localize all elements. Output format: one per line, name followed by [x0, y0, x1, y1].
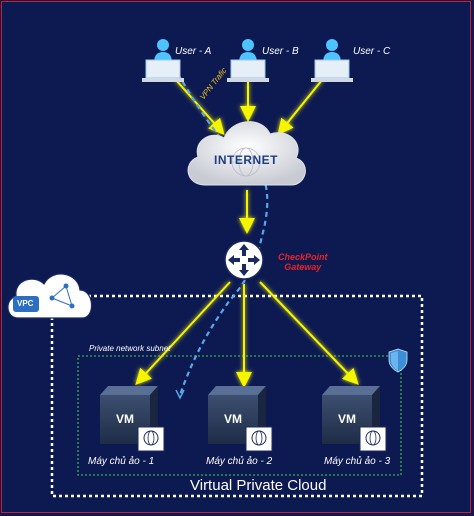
www-globe-icon	[137, 426, 165, 452]
user-b-label: User - B	[262, 46, 299, 57]
gateway-label-line1: CheckPoint	[278, 252, 328, 262]
vpc-cloud-icon	[7, 273, 93, 319]
user-b-icon	[227, 39, 269, 82]
internet-cloud-icon	[187, 121, 306, 186]
user-a-icon	[142, 39, 184, 82]
vpc-badge-label: VPC	[17, 299, 34, 308]
gateway-label-line2: Gateway	[284, 262, 322, 272]
vm-2-label: Máy chủ ảo - 2	[206, 456, 273, 467]
vpc-boundary	[50, 294, 424, 498]
vm-1-box-label: VM	[116, 412, 134, 426]
vm-2-box-label: VM	[224, 412, 242, 426]
vm-1-label: Máy chủ ảo - 1	[88, 456, 155, 467]
www-globe-icon	[359, 426, 387, 452]
vpn-tunnel-arrowhead	[175, 389, 185, 400]
gateway-router-icon	[224, 240, 264, 280]
subnet-boundary	[77, 355, 402, 476]
vm-3-label: Máy chủ ảo - 3	[324, 456, 391, 467]
arrow-gateway-vm3	[259, 281, 359, 385]
www-globe-icon	[245, 426, 273, 452]
user-c-icon	[311, 39, 353, 82]
shield-icon	[388, 348, 408, 373]
gateway-label: CheckPoint Gateway	[278, 252, 328, 272]
user-c-label: User - C	[353, 46, 391, 57]
vm-3-box-label: VM	[338, 412, 356, 426]
arrow-gateway-vm1	[135, 281, 231, 385]
vpc-title: Virtual Private Cloud	[190, 477, 327, 494]
arrow-user-c-internet	[277, 79, 323, 136]
internet-label: INTERNET	[214, 153, 278, 167]
subnet-label: Private network subnet	[89, 344, 171, 353]
user-a-label: User - A	[175, 46, 212, 57]
